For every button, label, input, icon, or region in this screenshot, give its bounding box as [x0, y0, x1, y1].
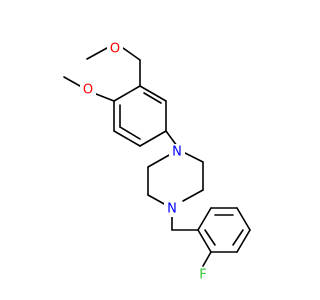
bond-lines — [63, 47, 251, 267]
bond — [232, 229, 244, 246]
bond — [113, 130, 141, 147]
atom-label: O — [110, 42, 120, 57]
bond — [165, 130, 178, 147]
bond — [147, 153, 172, 168]
bond — [197, 229, 212, 253]
bond — [119, 126, 141, 140]
atom-o-methoxy: O — [80, 82, 96, 98]
bond — [143, 92, 162, 104]
atom-n-top: N — [169, 144, 185, 160]
bond — [95, 93, 115, 102]
molecule-structure: O O N N F — [63, 41, 251, 283]
bond — [86, 47, 108, 60]
atom-label: O — [83, 83, 93, 98]
atom-label: N — [167, 202, 177, 217]
bond — [184, 152, 204, 163]
bond — [197, 207, 212, 231]
atom-label: F — [199, 268, 206, 283]
atom-f: F — [195, 267, 211, 283]
bond — [236, 207, 251, 231]
atom-o-ether: O — [107, 41, 123, 57]
bond — [139, 130, 167, 147]
bond — [202, 251, 212, 267]
atom-n-bottom: N — [164, 201, 180, 217]
bond — [113, 85, 141, 102]
bond — [147, 194, 167, 206]
bond — [122, 47, 141, 61]
bond — [63, 76, 81, 87]
bond — [139, 85, 167, 102]
atom-labels: O O N N F — [80, 41, 211, 283]
bond — [182, 189, 204, 202]
atom-label: N — [172, 145, 182, 160]
bond — [204, 229, 216, 246]
bond — [236, 229, 251, 253]
